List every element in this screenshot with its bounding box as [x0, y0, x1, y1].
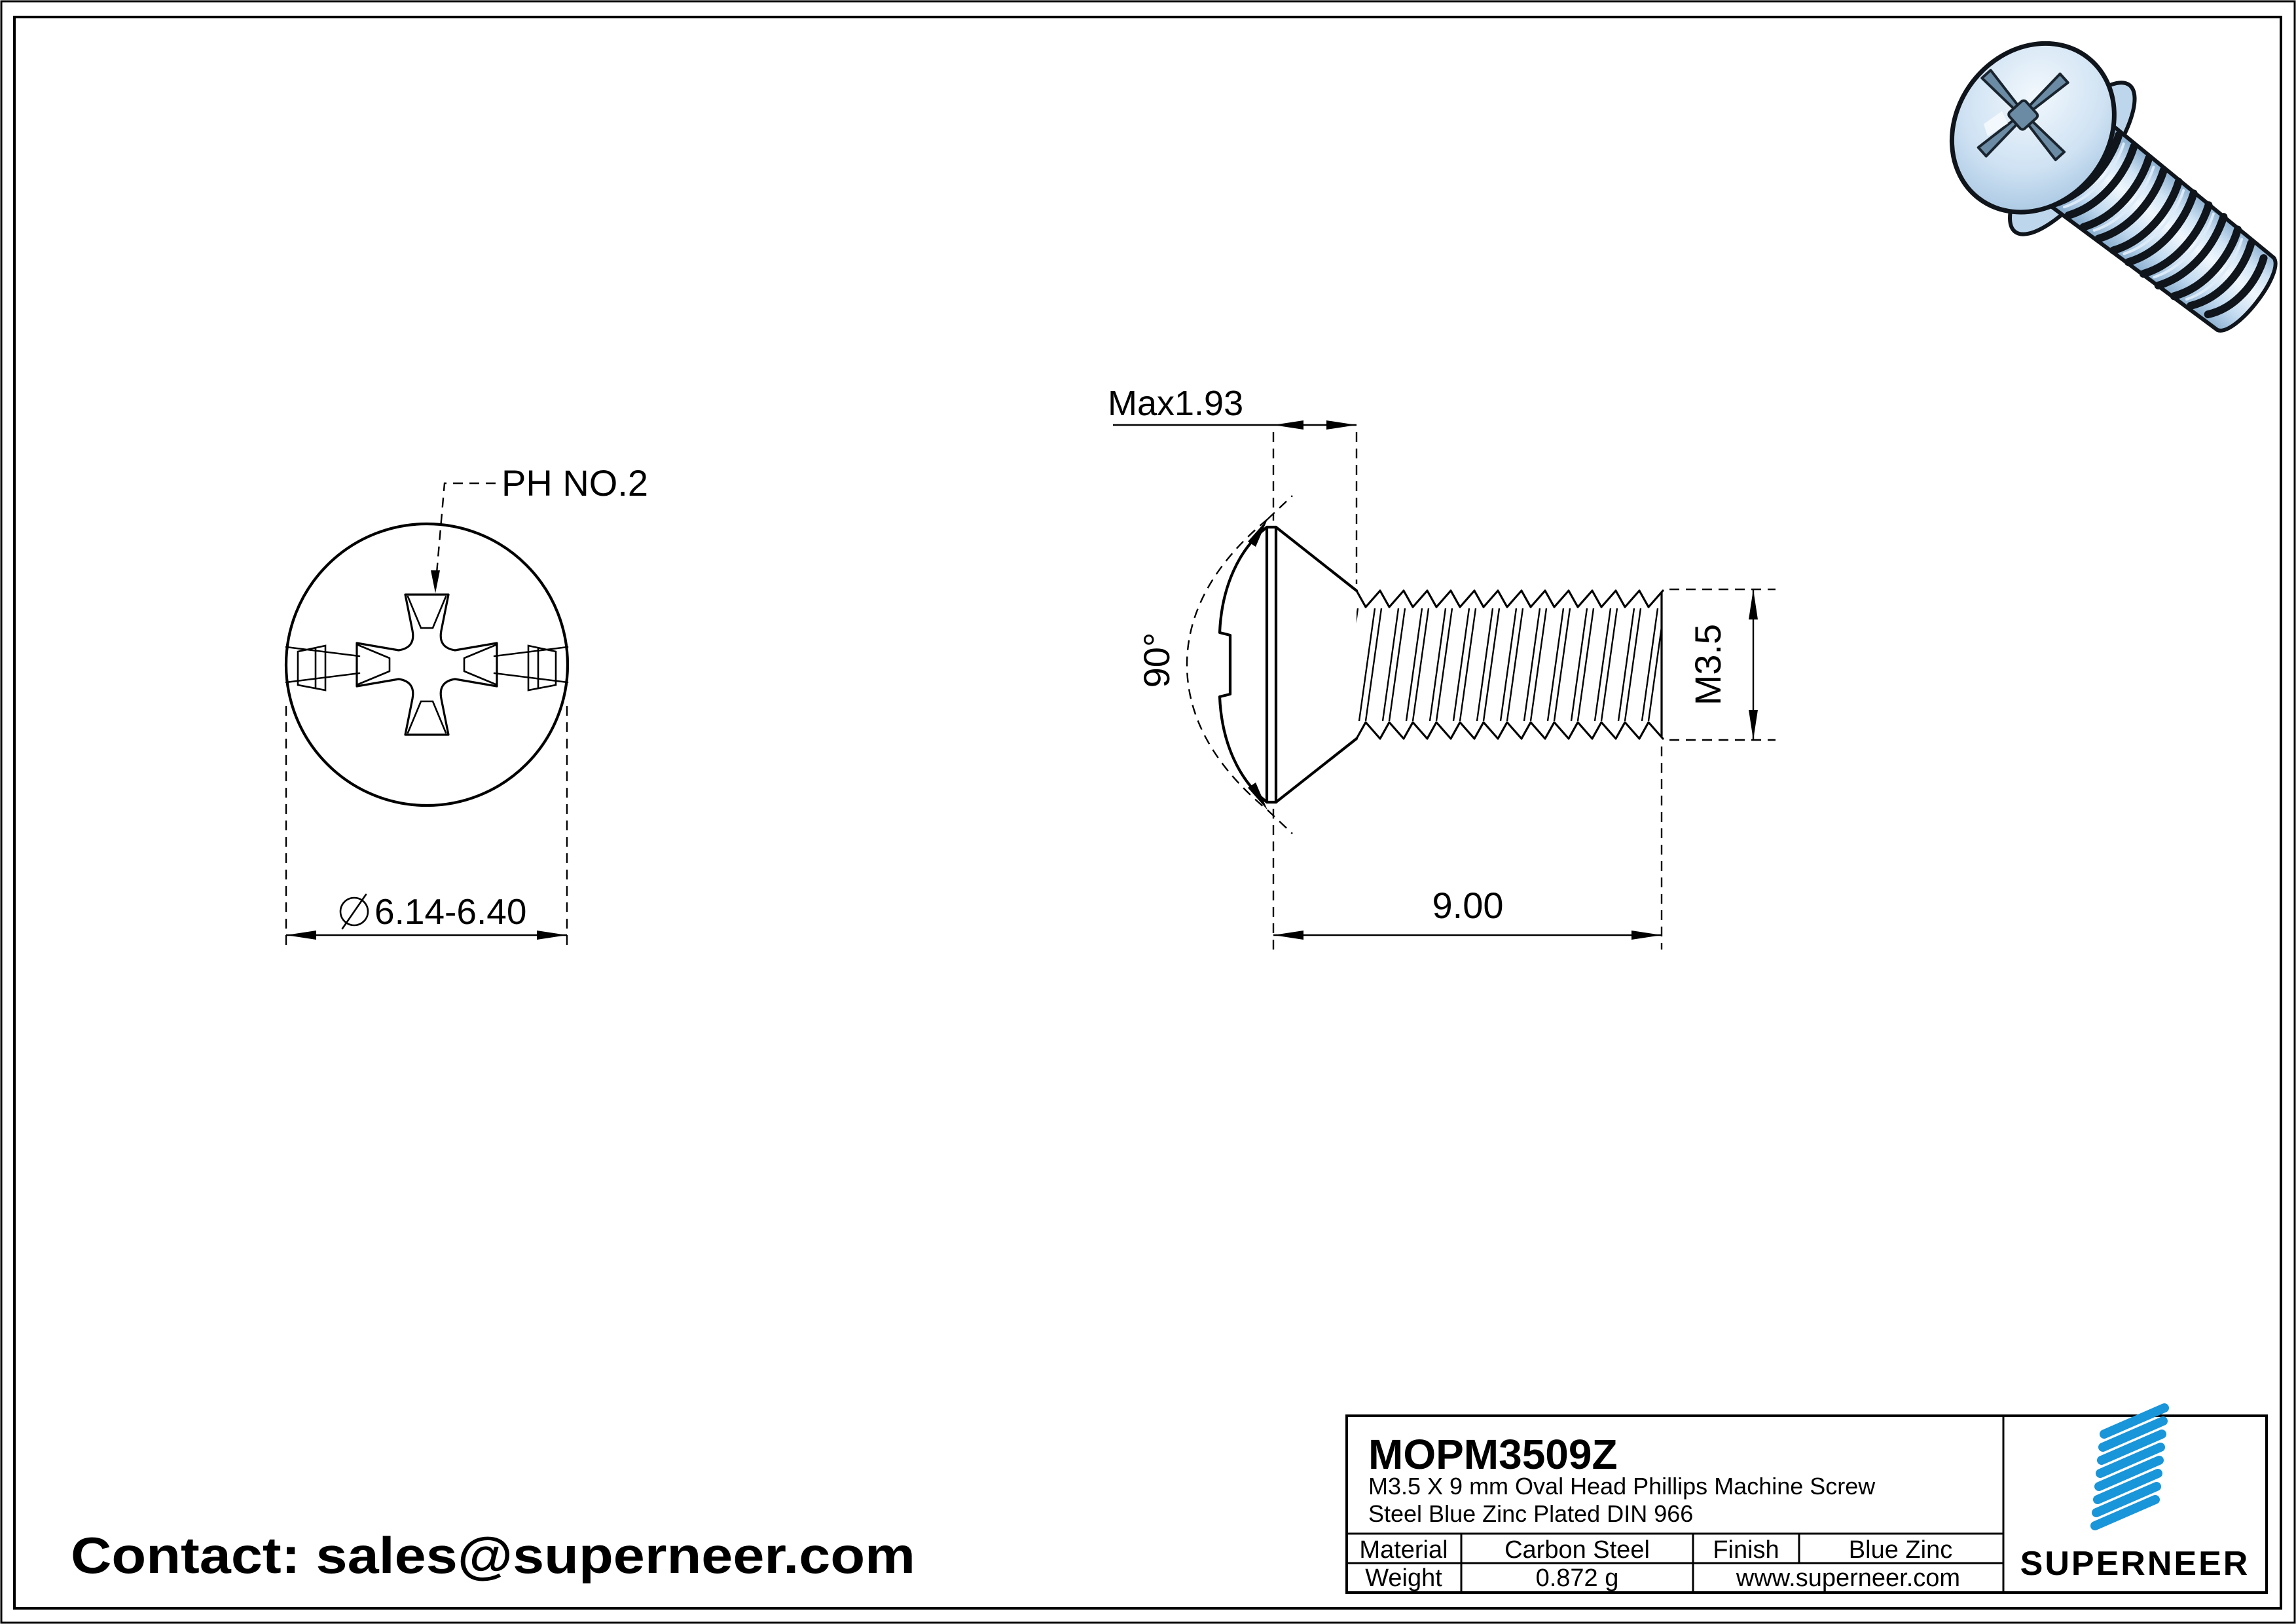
- description-line2: Steel Blue Zinc Plated DIN 966: [1368, 1500, 1693, 1527]
- description-line1: M3.5 X 9 mm Oval Head Phillips Machine S…: [1368, 1473, 1876, 1500]
- finish-label: Finish: [1713, 1536, 1779, 1564]
- angle-arrow-bottom-icon: [1248, 783, 1267, 810]
- brand-name: SUPERNEER: [2020, 1545, 2250, 1583]
- side-view: Max1.93 90° M3.5 9.00: [1108, 384, 1776, 950]
- thread-bottom-profile: [1355, 721, 1664, 740]
- ph-leader-arrow-icon: [431, 570, 440, 593]
- angle-label: 90°: [1136, 633, 1177, 688]
- length-arrow-left-icon: [1273, 931, 1303, 940]
- drawing-border: [13, 16, 2282, 1610]
- head-height-arrow-right-icon: [1326, 420, 1357, 430]
- diameter-value: 6.14-6.40: [374, 891, 526, 932]
- thread-dia-extension-lines: [1669, 588, 1776, 741]
- thread-flank-pattern: [1357, 608, 1662, 721]
- material-label: Material: [1359, 1536, 1448, 1564]
- title-block-gridlines: [1347, 1416, 2005, 1593]
- phillips-recess-outline: [355, 593, 498, 736]
- thread-top-profile: [1355, 589, 1664, 608]
- diameter-symbol-icon: [339, 893, 369, 930]
- length-arrow-right-icon: [1631, 931, 1662, 940]
- screw3d-phillips-icon: [1977, 69, 2069, 162]
- length-label: 9.00: [1432, 885, 1504, 926]
- phillips-wing-left: [285, 644, 361, 692]
- screw3d-threads: [2049, 131, 2268, 319]
- screw3d-thread-highlights: [2063, 142, 2244, 301]
- head-dome-profile: [1218, 525, 1269, 804]
- angle-arrow-top-icon: [1248, 519, 1267, 547]
- part-number: MOPM3509Z: [1368, 1431, 1618, 1478]
- weight-label: Weight: [1365, 1564, 1442, 1592]
- angle-arc: [1186, 519, 1268, 811]
- title-block: MOPM3509Z M3.5 X 9 mm Oval Head Phillips…: [1345, 1403, 2268, 1594]
- ph-label: PH NO.2: [501, 462, 648, 504]
- head-cone-lines: [1274, 525, 1358, 804]
- diameter-arrow-right-icon: [537, 931, 567, 940]
- screw-3d-render: [1949, 41, 2278, 333]
- angle-arc-tails: [1267, 495, 1293, 834]
- head-height-extension-lines: [1272, 432, 1358, 584]
- phillips-recess-detail: [357, 595, 497, 734]
- diameter-arrow-left-icon: [286, 931, 316, 940]
- ph-leader-line: [434, 482, 496, 589]
- contact-text: Contact: sales@superneer.com: [71, 1526, 915, 1584]
- finish-value: Blue Zinc: [1849, 1536, 1952, 1564]
- diameter-extension-lines: [285, 706, 568, 950]
- superneer-logo-icon: [2090, 1403, 2169, 1530]
- front-view: PH NO.2 6.14-6.40: [284, 462, 648, 950]
- head-height-arrow-left-icon: [1273, 420, 1303, 430]
- thread-dia-arrow-top-icon: [1749, 589, 1758, 619]
- head-outline-circle: [284, 522, 570, 807]
- website-link: www.superneer.com: [1736, 1564, 1960, 1592]
- phillips-wing-right: [493, 644, 569, 692]
- weight-value: 0.872 g: [1536, 1564, 1619, 1592]
- material-value: Carbon Steel: [1504, 1536, 1650, 1564]
- length-extension-lines: [1272, 747, 1663, 950]
- thread-label: M3.5: [1687, 624, 1728, 706]
- thread-dia-arrow-bottom-icon: [1749, 710, 1758, 740]
- head-height-label: Max1.93: [1108, 384, 1243, 423]
